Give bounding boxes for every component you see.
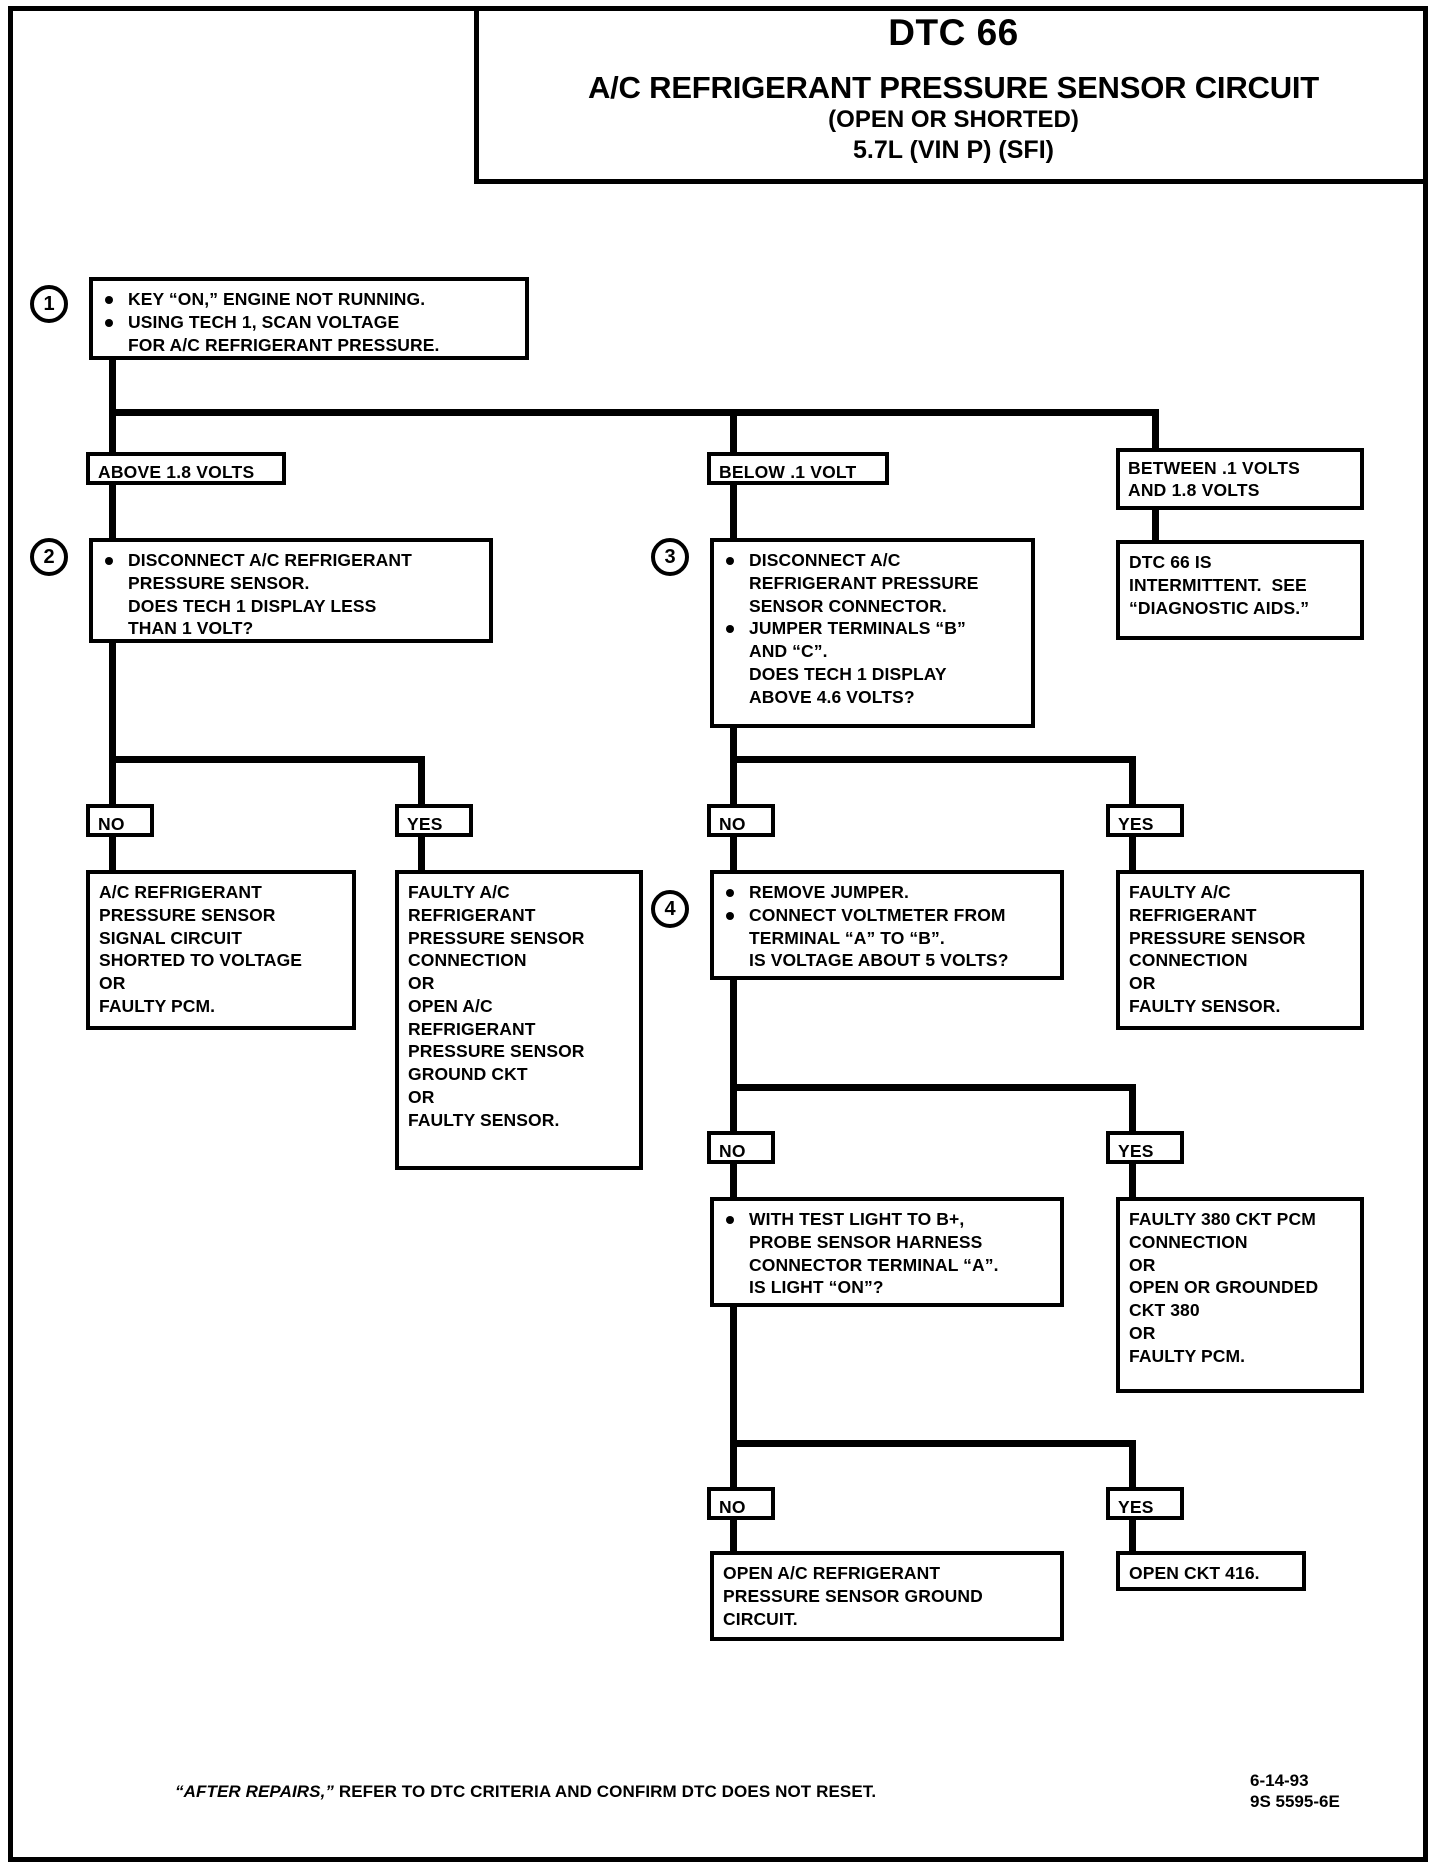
step-3-line-4: JUMPER TERMINALS “B” (723, 617, 1023, 640)
step-number-1: 1 (30, 285, 68, 323)
branch-label-between-volts: BETWEEN .1 VOLTS AND 1.8 VOLTS (1116, 448, 1364, 510)
branch-label-no-2: NO (707, 804, 775, 837)
step-number-2: 2 (30, 538, 68, 576)
step-5-line-4: IS LIGHT “ON”? (749, 1277, 884, 1298)
connector-branch-right-down (1152, 409, 1159, 454)
connector-step4-down (730, 980, 737, 1090)
footer-note: “AFTER REPAIRS,” REFER TO DTC CRITERIA A… (175, 1782, 1075, 1802)
branch-label-below-point1-volt: BELOW .1 VOLT (707, 452, 889, 485)
result-intermittent: DTC 66 IS INTERMITTENT. SEE “DIAGNOSTIC … (1116, 540, 1364, 640)
connector-step5-down (730, 1307, 737, 1447)
connector-no2-to-step4 (730, 837, 737, 872)
branch-label-no-3: NO (707, 1131, 775, 1164)
connector-bus-top (109, 409, 1159, 416)
step-5-line-2: PROBE SENSOR HARNESS (749, 1231, 983, 1252)
title-block: DTC 66 A/C REFRIGERANT PRESSURE SENSOR C… (474, 6, 1428, 184)
connector-no3-to-step5 (730, 1164, 737, 1199)
connector-no1-to-result (109, 837, 116, 872)
step-1-box: KEY “ON,” ENGINE NOT RUNNING. USING TECH… (89, 277, 529, 360)
step-5-line-1: WITH TEST LIGHT TO B+, (723, 1208, 1052, 1231)
branch-label-yes-2: YES (1106, 804, 1184, 837)
connector-step4-no-down (730, 1084, 737, 1134)
step-4-line-1: REMOVE JUMPER. (723, 881, 1052, 904)
step-4-line-4: IS VOLTAGE ABOUT 5 VOLTS? (749, 950, 1009, 971)
connector-yes1-to-result (418, 837, 425, 872)
connector-below-to-step3 (730, 485, 737, 541)
branch-label-above-1-8-volts: ABOVE 1.8 VOLTS (86, 452, 286, 485)
connector-step2-no-down (109, 756, 116, 806)
connector-no4-to-result (730, 1520, 737, 1553)
step-2-box: DISCONNECT A/C REFRIGERANT PRESSURE SENS… (89, 538, 493, 643)
branch-label-no-1: NO (86, 804, 154, 837)
connector-yes2-to-result (1129, 837, 1136, 872)
step-3-line-7: ABOVE 4.6 VOLTS? (749, 686, 915, 707)
page-border (8, 6, 1428, 1862)
step-number-3: 3 (651, 538, 689, 576)
step-5-box: WITH TEST LIGHT TO B+, PROBE SENSOR HARN… (710, 1197, 1064, 1307)
branch-label-no-4: NO (707, 1487, 775, 1520)
step-3-line-3: SENSOR CONNECTOR. (749, 595, 947, 616)
step-2-line-4: THAN 1 VOLT? (128, 618, 254, 639)
result-faulty-380-ckt: FAULTY 380 CKT PCM CONNECTION OR OPEN OR… (1116, 1197, 1364, 1393)
step-5-line-3: CONNECTOR TERMINAL “A”. (749, 1254, 999, 1275)
footer-note-italic: “AFTER REPAIRS,” (175, 1782, 335, 1801)
connector-step2-down (109, 643, 116, 763)
connector-step4-yes-down (1129, 1084, 1136, 1134)
footer-note-rest: REFER TO DTC CRITERIA AND CONFIRM DTC DO… (334, 1782, 877, 1801)
connector-step3-split (730, 756, 1136, 763)
step-3-line-1: DISCONNECT A/C (723, 549, 1023, 572)
step-2-line-1: DISCONNECT A/C REFRIGERANT (102, 549, 481, 572)
step-2-line-2: PRESSURE SENSOR. (128, 572, 310, 593)
footer-doc-info: 6-14-93 9S 5595-6E (1250, 1770, 1410, 1813)
step-4-box: REMOVE JUMPER. CONNECT VOLTMETER FROM TE… (710, 870, 1064, 980)
result-faulty-connection-sensor: FAULTY A/C REFRIGERANT PRESSURE SENSOR C… (1116, 870, 1364, 1030)
connector-between-to-intermittent (1152, 510, 1159, 541)
step-4-line-3: TERMINAL “A” TO “B”. (749, 927, 945, 948)
step-3-line-6: DOES TECH 1 DISPLAY (749, 663, 947, 684)
connector-above-to-step2 (109, 485, 116, 541)
step-2-line-3: DOES TECH 1 DISPLAY LESS (128, 595, 377, 616)
connector-step3-yes-down (1129, 756, 1136, 806)
step-3-line-2: REFRIGERANT PRESSURE (749, 572, 979, 593)
connector-step1-down (109, 360, 116, 414)
step-3-line-5: AND “C”. (749, 641, 828, 661)
connector-step5-split (730, 1440, 1136, 1447)
connector-yes4-to-result (1129, 1520, 1136, 1553)
footer-date: 6-14-93 (1250, 1771, 1309, 1790)
step-3-box: DISCONNECT A/C REFRIGERANT PRESSURE SENS… (710, 538, 1035, 728)
branch-label-yes-1: YES (395, 804, 473, 837)
connector-yes3-to-result (1129, 1164, 1136, 1199)
result-open-ground-circuit: OPEN A/C REFRIGERANT PRESSURE SENSOR GRO… (710, 1551, 1064, 1641)
fault-type: (OPEN OR SHORTED) (828, 105, 1079, 133)
connector-step4-split (730, 1084, 1136, 1091)
page-title: DTC 66 (888, 12, 1019, 53)
step-4-line-2: CONNECT VOLTMETER FROM (723, 904, 1052, 927)
connector-branch-mid-down (730, 409, 737, 454)
step-1-line-2: USING TECH 1, SCAN VOLTAGE (102, 311, 517, 334)
connector-step5-no-down (730, 1440, 737, 1490)
connector-step2-split (109, 756, 425, 763)
step-1-line-1: KEY “ON,” ENGINE NOT RUNNING. (102, 288, 517, 311)
result-open-ckt-416: OPEN CKT 416. (1116, 1551, 1306, 1591)
engine-spec: 5.7L (VIN P) (SFI) (853, 135, 1054, 164)
connector-step2-yes-down (418, 756, 425, 806)
connector-branch-left-down (109, 409, 116, 454)
footer-doc-code: 9S 5595-6E (1250, 1792, 1340, 1812)
result-faulty-connection-ground: FAULTY A/C REFRIGERANT PRESSURE SENSOR C… (395, 870, 643, 1170)
connector-step3-no-down (730, 756, 737, 806)
connector-step5-yes-down (1129, 1440, 1136, 1490)
step-1-line-3: FOR A/C REFRIGERANT PRESSURE. (128, 334, 440, 355)
result-shorted-to-voltage: A/C REFRIGERANT PRESSURE SENSOR SIGNAL C… (86, 870, 356, 1030)
branch-label-yes-4: YES (1106, 1487, 1184, 1520)
circuit-name: A/C REFRIGERANT PRESSURE SENSOR CIRCUIT (587, 69, 1320, 105)
branch-label-yes-3: YES (1106, 1131, 1184, 1164)
step-number-4: 4 (651, 890, 689, 928)
